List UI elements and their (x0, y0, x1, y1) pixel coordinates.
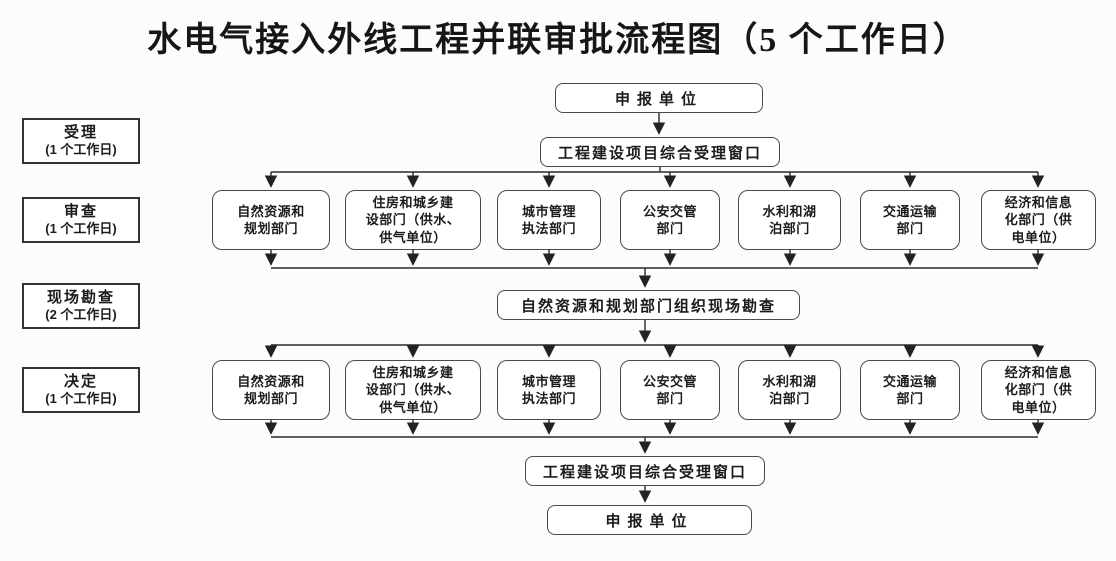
stage-acceptance: 受理 (1 个工作日) (22, 118, 140, 164)
fanout-decision-bus (264, 320, 1045, 358)
stage-duration: (1 个工作日) (45, 142, 117, 158)
stage-review: 审查 (1 个工作日) (22, 197, 140, 243)
dept-review-traffic-police: 公安交管 部门 (620, 190, 720, 250)
stage-duration: (1 个工作日) (45, 221, 117, 237)
stage-name: 审查 (63, 202, 98, 220)
node-applicant-bottom: 申报单位 (547, 505, 752, 535)
dept-review-urban-management: 城市管理 执法部门 (497, 190, 601, 250)
fanout-review-bus (264, 167, 1045, 188)
fanin-survey-bus (264, 250, 1045, 288)
dept-decision-natural-resources: 自然资源和 规划部门 (212, 360, 330, 420)
dept-decision-housing-construction: 住房和城乡建 设部门（供水、 供气单位） (345, 360, 481, 420)
stage-name: 受理 (63, 123, 98, 141)
node-intake-window-bottom: 工程建设项目综合受理窗口 (525, 456, 765, 486)
dept-review-transport: 交通运输 部门 (860, 190, 960, 250)
stage-name: 决定 (63, 372, 98, 390)
stage-decision: 决定 (1 个工作日) (22, 367, 140, 413)
dept-decision-economy-information: 经济和信息 化部门（供 电单位） (981, 360, 1096, 420)
dept-review-natural-resources: 自然资源和 规划部门 (212, 190, 330, 250)
dept-decision-traffic-police: 公安交管 部门 (620, 360, 720, 420)
node-site-survey: 自然资源和规划部门组织现场勘查 (497, 290, 800, 320)
diagram-title: 水电气接入外线工程并联审批流程图（5 个工作日） (147, 22, 969, 59)
dept-review-housing-construction: 住房和城乡建 设部门（供水、 供气单位） (345, 190, 481, 250)
stage-duration: (1 个工作日) (45, 391, 117, 407)
dept-review-economy-information: 经济和信息 化部门（供 电单位） (981, 190, 1096, 250)
stage-name: 现场勘查 (46, 288, 115, 306)
dept-review-water-lakes: 水利和湖 泊部门 (738, 190, 841, 250)
dept-decision-water-lakes: 水利和湖 泊部门 (738, 360, 841, 420)
node-applicant-top: 申报单位 (555, 83, 763, 113)
dept-decision-urban-management: 城市管理 执法部门 (497, 360, 601, 420)
stage-site-survey: 现场勘查 (2 个工作日) (22, 283, 140, 329)
fanin-window-bus (264, 420, 1045, 454)
dept-decision-transport: 交通运输 部门 (860, 360, 960, 420)
node-intake-window-top: 工程建设项目综合受理窗口 (540, 137, 780, 167)
stage-duration: (2 个工作日) (45, 307, 117, 323)
